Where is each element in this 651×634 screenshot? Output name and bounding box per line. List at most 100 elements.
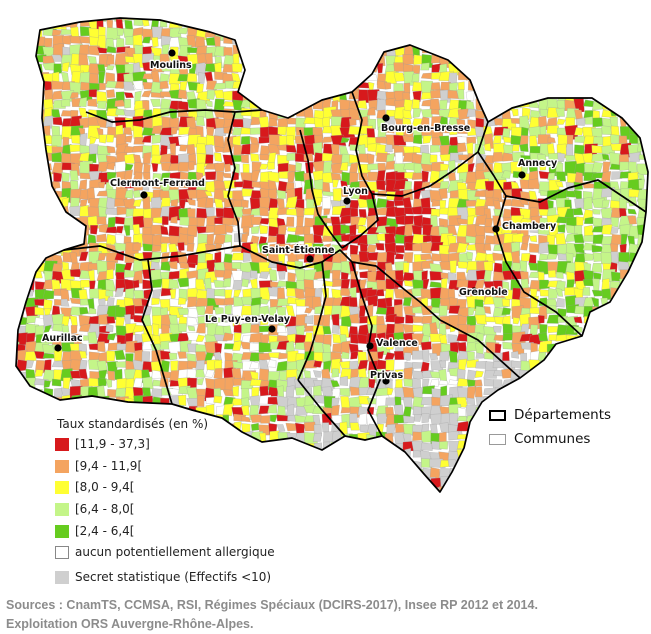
commune-cell [44, 468, 53, 480]
commune-cell [286, 487, 298, 492]
commune-cell [16, 155, 18, 161]
commune-cell [26, 424, 38, 431]
commune-cell [16, 71, 29, 80]
commune-cell [251, 422, 260, 431]
commune-cell [492, 54, 508, 62]
commune-cell [385, 477, 396, 485]
commune-cell [223, 163, 231, 173]
commune-cell [575, 26, 589, 38]
commune-cell [411, 225, 422, 236]
commune-cell [457, 434, 471, 440]
commune-cell [646, 100, 648, 108]
commune-cell [285, 305, 295, 317]
commune-cell [503, 53, 512, 66]
commune-cell [296, 487, 307, 492]
commune-cell [150, 261, 160, 271]
commune-cell [314, 64, 327, 72]
commune-cell [296, 496, 308, 505]
commune-cell [260, 298, 270, 305]
commune-cell [43, 270, 53, 281]
commune-cell [485, 99, 494, 111]
commune-cell [322, 326, 332, 335]
commune-cell [187, 262, 196, 269]
commune-cell [637, 423, 647, 435]
commune-cell [420, 144, 430, 155]
commune-cell [638, 494, 648, 504]
commune-cell [573, 459, 585, 470]
commune-cell [214, 342, 223, 354]
commune-cell [114, 242, 127, 251]
commune-cell [16, 280, 31, 287]
commune-cell [233, 289, 242, 298]
commune-cell [539, 108, 548, 117]
commune-cell [168, 279, 180, 289]
commune-cell [618, 341, 628, 351]
commune-cell [386, 251, 395, 265]
commune-cell [24, 252, 40, 262]
commune-cell [620, 298, 630, 309]
commune-cell [573, 82, 589, 93]
commune-cell [61, 71, 70, 83]
commune-cell [16, 460, 25, 467]
commune-cell [25, 405, 38, 416]
commune-cell [276, 467, 285, 479]
commune-cell [539, 162, 547, 171]
commune-cell [276, 298, 291, 307]
commune-cell [476, 458, 485, 470]
commune-cell [106, 54, 115, 65]
commune-cell [368, 54, 379, 63]
commune-cell [214, 269, 226, 278]
commune-cell [377, 27, 385, 38]
commune-cell [636, 289, 648, 299]
commune-cell [315, 9, 323, 17]
commune-cell [530, 64, 538, 73]
commune-cell [476, 64, 488, 71]
commune-cell [250, 81, 263, 91]
commune-cell [204, 430, 216, 444]
commune-cell [160, 225, 169, 236]
commune-cell [609, 386, 624, 397]
commune-cell [305, 62, 318, 71]
commune-cell [178, 27, 189, 35]
commune-cell [313, 469, 327, 481]
commune-cell [240, 154, 249, 164]
commune-cell [124, 19, 133, 30]
commune-cell [141, 179, 150, 191]
commune-cell [42, 422, 55, 437]
commune-cell [267, 469, 281, 480]
commune-cell [250, 46, 259, 58]
commune-cell [133, 496, 142, 507]
commune-cell [294, 288, 305, 300]
commune-cell [646, 224, 648, 235]
commune-cell [195, 452, 208, 461]
commune-cell [16, 422, 17, 435]
commune-cell [546, 450, 555, 460]
commune-cell [619, 18, 630, 23]
commune-cell [555, 71, 563, 83]
commune-cell [377, 190, 387, 197]
commune-cell [70, 134, 81, 144]
commune-cell [646, 91, 648, 103]
commune-cell [456, 28, 468, 35]
commune-cell [151, 278, 163, 288]
commune-cell [53, 172, 63, 183]
commune-cell [288, 459, 298, 473]
commune-cell [26, 244, 36, 255]
commune-cell [600, 19, 615, 28]
commune-cell [232, 385, 240, 397]
commune-cell [34, 449, 45, 459]
commune-cell [24, 190, 34, 199]
commune-cell [26, 45, 36, 56]
commune-cell [330, 458, 343, 471]
commune-cell [609, 469, 621, 480]
commune-cell [385, 27, 395, 38]
commune-cell [16, 288, 21, 301]
commune-cell [240, 35, 253, 51]
commune-cell [593, 317, 605, 324]
commune-cell [537, 26, 551, 40]
legend-swatch [55, 480, 69, 494]
city-label: Privas [370, 370, 404, 381]
commune-cell [106, 251, 119, 263]
commune-cell [575, 46, 584, 54]
commune-cell [25, 387, 35, 397]
